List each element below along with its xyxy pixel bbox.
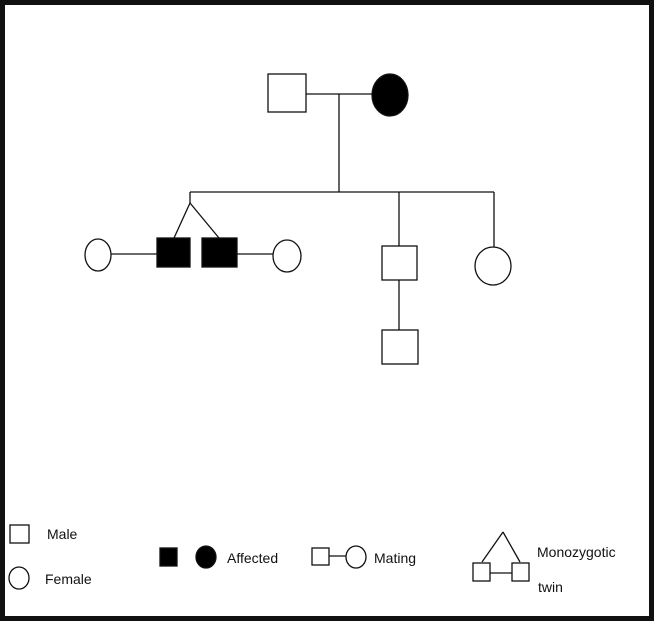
legend-twin-symbol-1 bbox=[472, 562, 491, 582]
female-gen2 bbox=[474, 246, 512, 286]
affected-female-gen1 bbox=[371, 73, 409, 117]
legend-affected-label: Affected bbox=[227, 550, 279, 566]
legend-twin-branch-left bbox=[481, 531, 504, 563]
legend-twin-label-line1: Monozygotic bbox=[537, 544, 616, 560]
twin-branch-right bbox=[189, 202, 220, 239]
legend-mating-label: Mating bbox=[374, 550, 417, 566]
legend-affected-female-symbol bbox=[195, 545, 217, 569]
legend-affected-male-symbol bbox=[159, 547, 178, 567]
legend-mating-male-symbol bbox=[311, 547, 330, 566]
legend-twin-symbol-2 bbox=[511, 562, 530, 582]
affected-male-twin-1 bbox=[156, 237, 191, 268]
female-spouse-right bbox=[272, 239, 302, 273]
legend-male-symbol bbox=[9, 524, 30, 544]
legend-male-label: Male bbox=[47, 526, 78, 542]
male-gen3 bbox=[381, 329, 419, 365]
male-gen2 bbox=[381, 245, 418, 281]
twin-branch-left bbox=[173, 202, 191, 239]
affected-male-twin-2 bbox=[201, 237, 238, 268]
legend-twin-branch-right bbox=[502, 531, 521, 563]
legend-female-label: Female bbox=[45, 571, 92, 587]
legend-mating-female-symbol bbox=[345, 545, 367, 569]
legend-female-symbol bbox=[8, 566, 30, 590]
female-spouse-left bbox=[84, 238, 112, 272]
legend-twin-label-line2: twin bbox=[538, 579, 563, 595]
male-gen1 bbox=[267, 73, 307, 113]
